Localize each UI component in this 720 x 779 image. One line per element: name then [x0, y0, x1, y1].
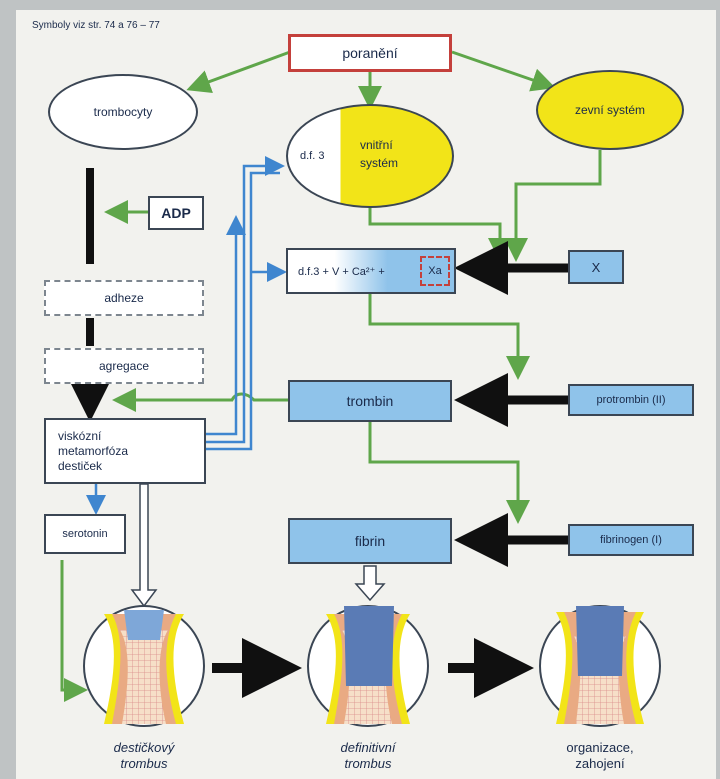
- caption-stage3-line2: zahojení: [575, 756, 625, 771]
- arrow-trombin-to-fibrin: [368, 422, 530, 524]
- node-protrombin: protrombin (II): [568, 384, 694, 416]
- arrow-complex-to-trombin: [368, 294, 530, 380]
- arrow-zevni-to-complex: [504, 150, 602, 262]
- arrow-poraneni-to-trombocyty: [186, 50, 291, 94]
- hollow-arrow-fibrin-to-stage2: [354, 565, 386, 602]
- node-trombin-label: trombin: [346, 393, 394, 409]
- hollow-arrow-viskozni-to-stage1: [130, 483, 158, 608]
- caption-stage1-line2: trombus: [120, 756, 168, 771]
- node-poraneni: poranění: [288, 34, 452, 72]
- node-viskozni: viskózní metamorfóza destiček: [44, 418, 206, 484]
- arrow-serotonin-to-vessel: [60, 560, 88, 702]
- node-poraneni-label: poranění: [342, 45, 398, 61]
- node-serotonin: serotonin: [44, 514, 126, 554]
- node-fibrin: fibrin: [288, 518, 452, 564]
- node-protrombin-label: protrombin (II): [596, 394, 666, 406]
- node-trombocyty-label: trombocyty: [93, 105, 153, 119]
- node-adp-label: ADP: [161, 205, 191, 221]
- node-x-label: X: [591, 259, 601, 275]
- caption-stage2-line1: definitivní: [340, 740, 396, 755]
- node-fibrinogen: fibrinogen (I): [568, 524, 694, 556]
- node-complex: d.f.3 + V + Ca²⁺ + Xa: [286, 248, 456, 294]
- black-bar-trombocyty: [86, 168, 94, 264]
- node-serotonin-label: serotonin: [62, 528, 108, 540]
- node-agregace: agregace: [44, 348, 204, 384]
- node-trombin: trombin: [288, 380, 452, 422]
- node-x: X: [568, 250, 624, 284]
- node-viskozni-line1: viskózní: [58, 428, 102, 443]
- node-vnitrni-df3: d.f. 3: [300, 150, 325, 162]
- arrow-poraneni-to-zevni: [451, 50, 556, 92]
- node-complex-label: d.f.3 + V + Ca²⁺ +: [298, 265, 385, 278]
- node-vnitrni-label-2: systém: [360, 156, 399, 170]
- node-viskozni-line2: metamorfóza: [58, 443, 129, 458]
- node-vnitrni: d.f. 3 vnitřní systém: [286, 104, 454, 208]
- blue-path-to-adp: [206, 215, 246, 436]
- node-xa: Xa: [420, 256, 450, 286]
- caption-stage1-line1: destičkový: [113, 740, 175, 755]
- caption-stage2-line2: trombus: [344, 756, 392, 771]
- symbols-note: Symboly viz str. 74 a 76 – 77: [32, 20, 160, 31]
- node-adheze: adheze: [44, 280, 204, 316]
- stage3-vessel: [539, 605, 661, 727]
- node-zevni-label: zevní systém: [574, 103, 646, 117]
- arrow-trombin-to-platelets: [112, 388, 290, 412]
- stage1-vessel: [83, 605, 205, 727]
- node-adp: ADP: [148, 196, 204, 230]
- node-viskozni-line3: destiček: [58, 458, 103, 473]
- node-zevni: zevní systém: [536, 70, 684, 150]
- node-fibrinogen-label: fibrinogen (I): [600, 534, 662, 546]
- stage2-vessel: [307, 605, 429, 727]
- caption-stage3-line1: organizace,: [566, 740, 634, 755]
- node-trombocyty: trombocyty: [48, 74, 198, 150]
- blue-path-to-vnitrni: [206, 156, 285, 444]
- node-vnitrni-label-1: vnitřní: [360, 138, 393, 152]
- node-fibrin-label: fibrin: [354, 533, 386, 549]
- node-agregace-label: agregace: [98, 359, 150, 373]
- node-adheze-label: adheze: [104, 291, 144, 305]
- arrow-vnitrni-to-complex: [368, 206, 512, 262]
